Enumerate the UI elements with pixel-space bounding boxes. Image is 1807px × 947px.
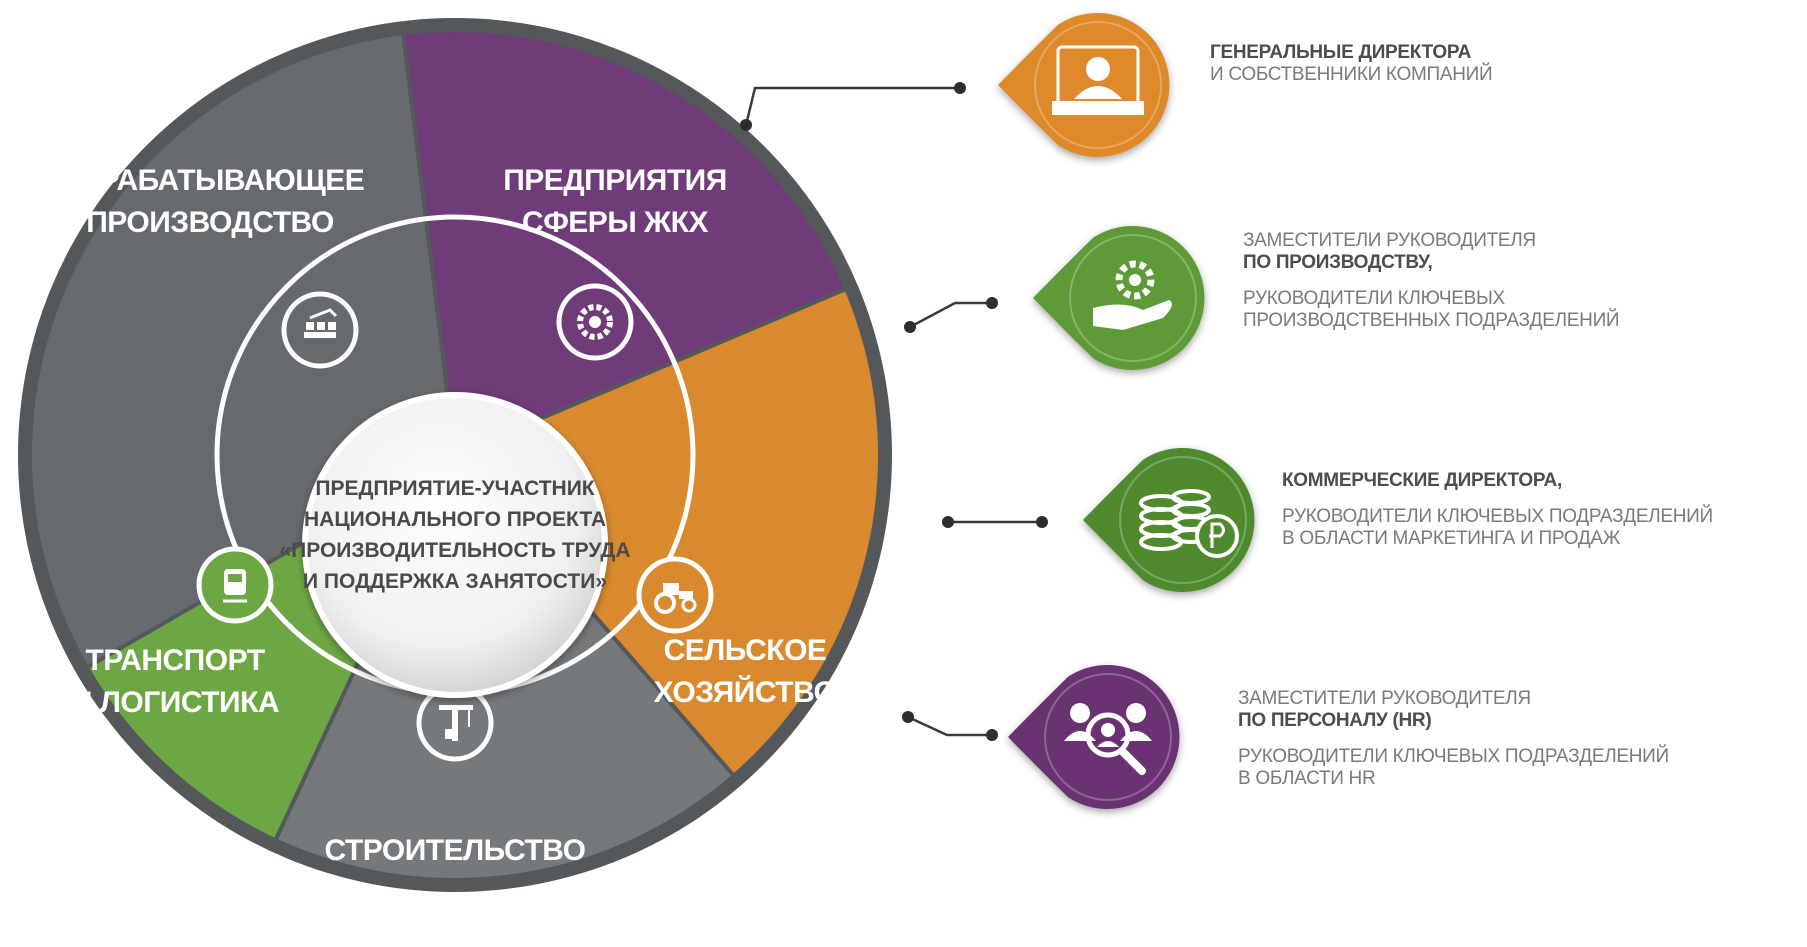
role-line: ПО ПЕРСОНАЛУ (HR) (1238, 710, 1432, 731)
gear-wrench-icon (556, 283, 634, 361)
connector-dot (1036, 516, 1048, 528)
connector-dot (904, 321, 916, 333)
role-text-commercial: КОММЕРЧЕСКИЕ ДИРЕКТОРА, РУКОВОДИТЕЛИ КЛЮЧ… (1282, 470, 1713, 550)
role-line: В ОБЛАСТИ HR (1238, 768, 1376, 789)
connector-line (907, 715, 992, 737)
role-line: РУКОВОДИТЕЛИ КЛЮЧЕВЫХ (1243, 288, 1505, 309)
connector-dot (954, 82, 966, 94)
role-line: ПРОИЗВОДСТВЕННЫХ ПОДРАЗДЕЛЕНИЙ (1243, 310, 1620, 331)
role-line (1243, 274, 1619, 288)
connector-dot (902, 711, 914, 723)
role-line: ЗАМЕСТИТЕЛИ РУКОВОДИТЕЛЯ (1238, 688, 1531, 709)
executive-icon (1052, 45, 1144, 115)
role-line: РУКОВОДИТЕЛИ КЛЮЧЕВЫХ ПОДРАЗДЕЛЕНИЙ (1282, 506, 1713, 527)
connector-dot (942, 516, 954, 528)
role-commercial (942, 448, 1255, 592)
segment-icon-bubbles (196, 283, 714, 762)
connector-line (909, 301, 992, 329)
role-line: ПО ПРОИЗВОДСТВУ, (1243, 252, 1433, 273)
segment-label-construction: СТРОИТЕЛЬСТВО (325, 834, 586, 867)
tractor-icon (636, 556, 714, 634)
target-roles (740, 13, 1255, 809)
role-line: В ОБЛАСТИ МАРКЕТИНГА И ПРОДАЖ (1282, 528, 1621, 549)
people-search-icon (1064, 703, 1152, 775)
role-pin (1033, 225, 1205, 370)
role-line: КОММЕРЧЕСКИЕ ДИРЕКТОРА, (1282, 470, 1562, 491)
segment-housing (400, 28, 849, 458)
role-pin (1008, 665, 1180, 809)
factory-conveyor-icon (281, 291, 359, 369)
train-icon (196, 546, 274, 624)
role-line: ГЕНЕРАЛЬНЫЕ ДИРЕКТОРА (1210, 42, 1471, 63)
coins-ruble-icon (1139, 489, 1239, 558)
connector-line (744, 86, 960, 126)
connector-dot (740, 119, 752, 131)
role-line (1238, 732, 1669, 746)
role-hr (902, 665, 1180, 809)
connector-dot (986, 729, 998, 741)
role-line: ЗАМЕСТИТЕЛИ РУКОВОДИТЕЛЯ (1243, 230, 1536, 251)
gear-hand-icon (1093, 260, 1172, 330)
center-disc (302, 392, 608, 698)
connector-dot (986, 297, 998, 309)
role-production (904, 225, 1205, 370)
role-ceo (740, 13, 1170, 158)
role-line: И СОБСТВЕННИКИ КОМПАНИЙ (1210, 64, 1493, 85)
segment-agriculture (451, 286, 882, 779)
role-line (1282, 492, 1713, 506)
role-line: РУКОВОДИТЕЛИ КЛЮЧЕВЫХ ПОДРАЗДЕЛЕНИЙ (1238, 746, 1669, 767)
role-pin (998, 13, 1170, 158)
